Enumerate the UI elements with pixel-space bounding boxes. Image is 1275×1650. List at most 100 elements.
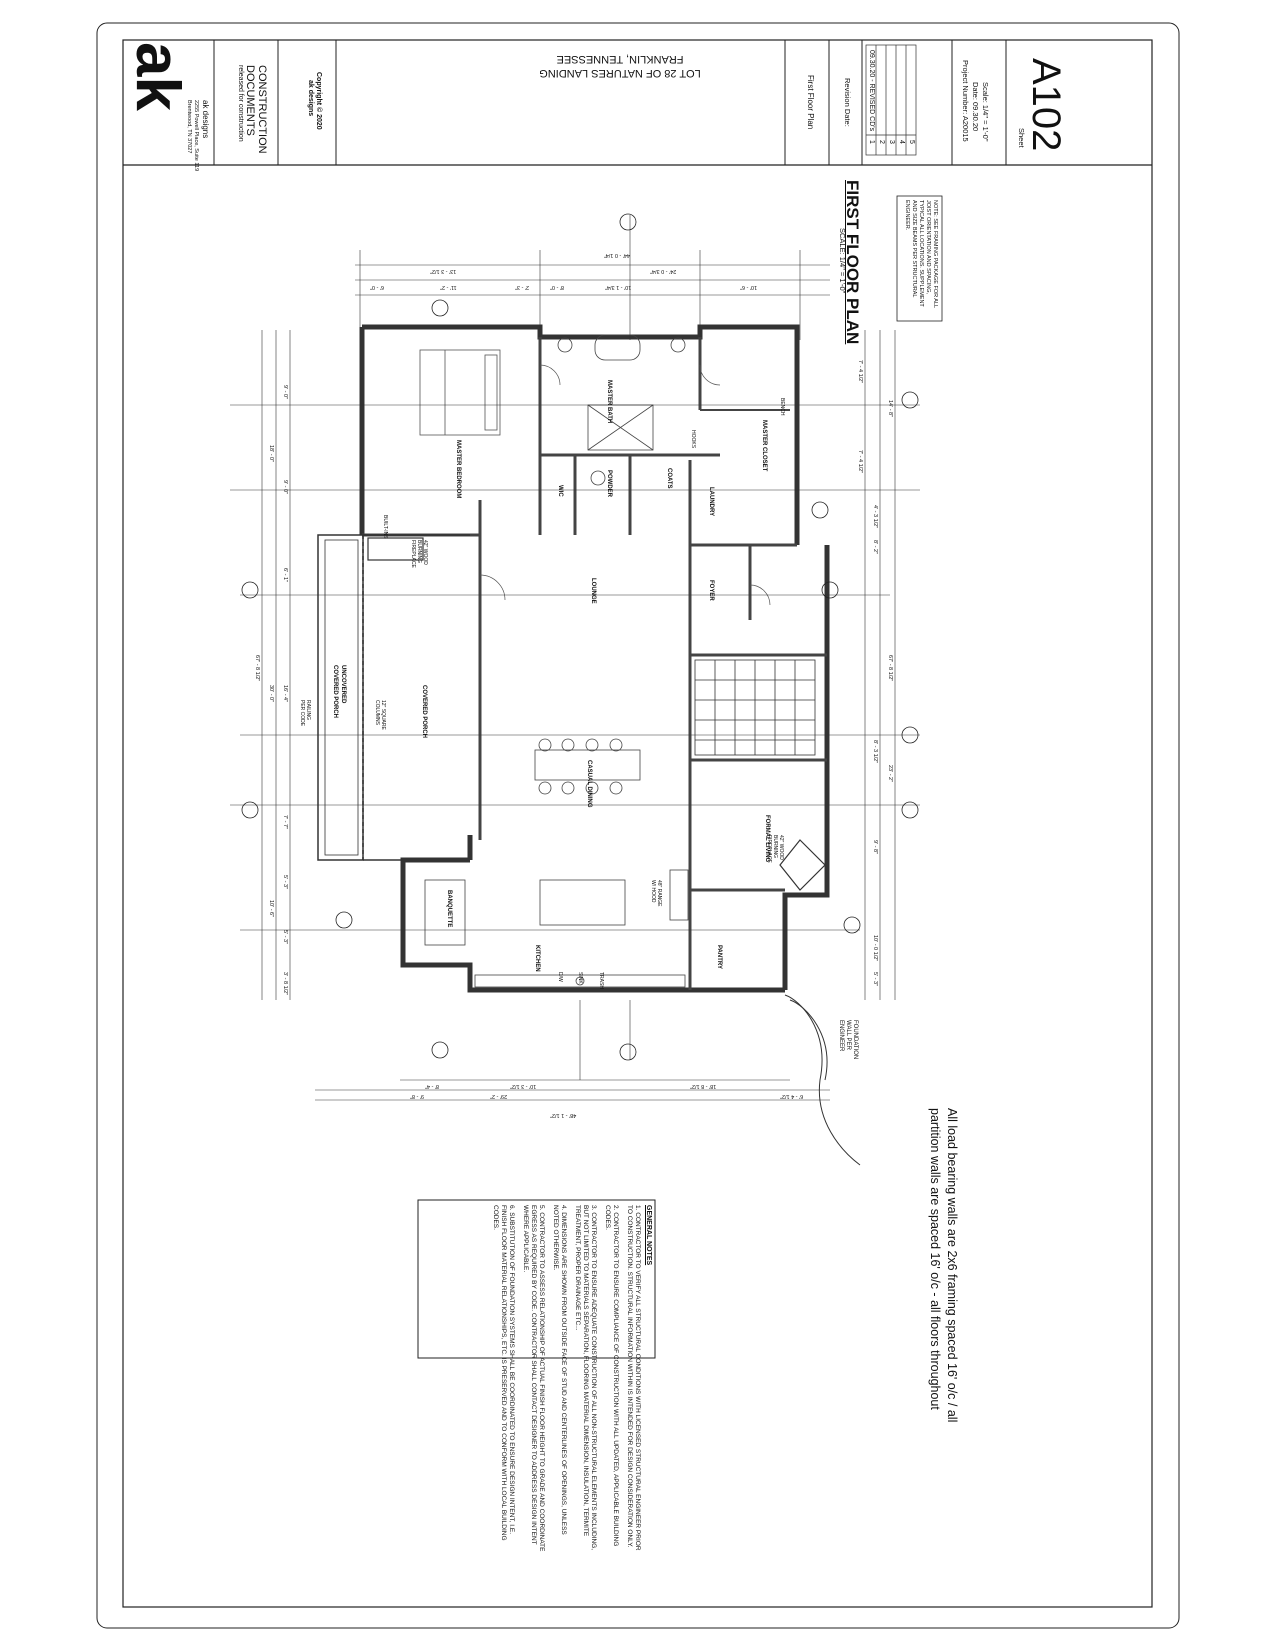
dim-label: 9' - 8"	[872, 840, 878, 855]
firm-name: ak designs	[201, 100, 210, 139]
plan-scale: SCALE: 1/4" = 1'-0"	[838, 228, 847, 294]
room-kitchen: KITCHEN	[534, 945, 540, 972]
dim-label: 5' - 3"	[282, 875, 288, 890]
project-number: Project Number: A20015	[961, 60, 970, 142]
sheet-name: First Floor Plan	[806, 75, 815, 130]
dim-label: 10' - 6"	[268, 900, 274, 918]
foundation-label: FOUNDATION WALL PER ENGINEER	[838, 1020, 858, 1060]
project-scale: Scale: 1/4" = 1'-0"	[981, 82, 990, 142]
general-note-item: 5. CONTRACTOR TO ASSESS RELATIONSHIP OF …	[522, 1205, 545, 1552]
copyright: Copyright © 2020	[315, 72, 322, 130]
dim-label: 3' - 8 1/2"	[282, 972, 288, 996]
dim-label: 24' - 0 3/4"	[650, 268, 677, 274]
room-lounge: LOUNGE	[590, 578, 596, 604]
project-location-line2: FRANKLIN, TENNESSEE	[556, 53, 684, 65]
dim-label: 6' - 4 1/2"	[780, 1093, 804, 1099]
dim-label: 29' - 2"	[490, 1093, 508, 1099]
general-notes-box	[417, 1199, 656, 1359]
dim-label: 23' - 2"	[887, 765, 893, 783]
dim-label: 10' - 0 1/2"	[872, 935, 878, 962]
revision-num: 4	[898, 140, 905, 144]
dim-label: 6' - 1"	[282, 568, 288, 583]
dim-label: 10' - 6"	[740, 284, 758, 290]
general-note-item: 3. CONTRACTOR TO ENSURE ADEQUATE CONSTRU…	[574, 1205, 597, 1551]
dim-label: 18' - 8 1/2"	[690, 1083, 717, 1089]
sheet-number: A102	[1024, 58, 1068, 152]
fireplace-label: 42" WOOD BURNING FIREPLACE	[410, 540, 428, 568]
sink-label: SINK	[577, 972, 583, 984]
fireplace-label-2: 42" WOOD BURNING FIREPLACE	[766, 835, 784, 863]
floor-plan	[230, 213, 920, 1166]
dim-label: 44' - 0 1/4"	[603, 252, 630, 258]
dim-label: 8' - 0"	[550, 284, 565, 290]
trash-label: TRASH	[598, 972, 604, 989]
dim-label: 10' - 1 3/4"	[605, 284, 632, 290]
revision-num: 3	[888, 140, 895, 144]
dim-label: 5' - 3"	[282, 930, 288, 945]
general-note-item: 6. SUBSTITUTION OF FOUNDATION SYSTEMS SH…	[492, 1205, 515, 1541]
room-uncovered-porch: UNCOVERED COVERED PORCH	[332, 665, 346, 719]
general-note-item: 4. DIMENSIONS ARE SHOWN FROM OUTSIDE FAC…	[552, 1205, 567, 1535]
dim-label: 30' - 0"	[268, 685, 274, 703]
room-wic: WIC	[557, 485, 563, 497]
dim-label: 14' - 8"	[887, 400, 893, 418]
built-ins-label: BUILT-INS	[382, 515, 388, 539]
room-banquette: BANQUETTE	[446, 890, 452, 928]
project-location-line1: LOT 28 OF NATURES LANDING	[539, 67, 701, 79]
room-powder: POWDER	[606, 470, 612, 497]
plan-note: NOTE: SEE FRAMING PACKAGE FOR ALL JOIST …	[904, 200, 938, 308]
dim-label: 13' - 3 1/2"	[430, 268, 457, 274]
revision-num: 2	[878, 140, 885, 144]
dim-label: 18' - 0"	[268, 445, 274, 463]
dim-label: 67' - 8 1/2"	[887, 655, 893, 682]
firm-logo: ak	[123, 42, 192, 111]
dim-label: 7' - 7"	[282, 815, 288, 830]
sheet-border	[96, 22, 1180, 1629]
dim-label: 67' - 8 1/2"	[254, 655, 260, 682]
dim-label: 16' - 4"	[282, 685, 288, 703]
firm-address-1: 2255 Powell Place, Suite 119	[193, 100, 199, 172]
room-master-closet: MASTER CLOSET	[761, 420, 767, 472]
room-master-bedroom: MASTER BEDROOM	[455, 440, 461, 499]
general-notes-list: 1. CONTRACTOR TO VERIFY ALL STRUCTURAL C…	[491, 1205, 641, 1555]
revision-text: 09.30.20 - REVISED CD's	[868, 50, 875, 132]
copyright-owner: ak designs	[307, 80, 314, 117]
columns-label: 12" SQUARE COLUMNS	[374, 700, 386, 730]
revision-num: 1	[868, 140, 875, 144]
dim-label: 8' - 4"	[425, 1083, 440, 1089]
hooks-label: HOOKS	[690, 430, 696, 449]
doc-title: CONSTRUCTION DOCUMENTS	[244, 65, 268, 154]
dim-label: 5' - 3"	[872, 972, 878, 987]
general-notes-title: GENERAL NOTES	[645, 1205, 652, 1266]
revision-label: Revision Date:	[843, 78, 852, 127]
doc-subtitle: released for construction	[237, 65, 244, 142]
dim-label: 8' - 2"	[872, 540, 878, 555]
dim-label: 2' - 3"	[515, 284, 530, 290]
project-date: Date: 09.30.20	[971, 82, 980, 132]
revision-table	[865, 44, 917, 156]
room-laundry: LAUNDRY	[708, 487, 714, 517]
drawing-frame	[122, 39, 1153, 1608]
dim-label: 9' - 0"	[282, 385, 288, 400]
dim-label: 11' - 2"	[440, 284, 457, 290]
general-notes: GENERAL NOTES 1. CONTRACTOR TO VERIFY AL…	[485, 1205, 652, 1555]
general-note-item: 2. CONTRACTOR TO ENSURE COMPLIANCE OF CO…	[604, 1205, 619, 1547]
framing-note: All load bearing walls are 2x6 framing s…	[928, 1108, 959, 1423]
revision-num: 5	[908, 140, 915, 144]
firm-address-2: Brentwood, TN 37027	[186, 100, 192, 154]
dim-label: 7' - 4 1/2"	[857, 360, 863, 384]
dim-label: 7' - 4 1/2"	[857, 450, 863, 474]
room-covered-porch: COVERED PORCH	[421, 685, 427, 739]
dw-label: D/W	[557, 972, 563, 982]
dim-label: 4' - 3 1/2"	[872, 505, 878, 529]
room-coats: COATS	[666, 468, 672, 489]
general-note-item: 1. CONTRACTOR TO VERIFY ALL STRUCTURAL C…	[626, 1205, 641, 1551]
room-foyer: FOYER	[708, 580, 714, 601]
railing-label: RAILING PER CODE	[299, 700, 311, 727]
project-location: LOT 28 OF NATURES LANDING FRANKLIN, TENN…	[470, 52, 770, 80]
room-master-bath: MASTER BATH	[606, 380, 612, 424]
room-casual-dining: CASUAL DINING	[586, 760, 592, 808]
dim-label: 48' - 1 1/2"	[550, 1112, 577, 1118]
dim-label: 6' - 0"	[370, 284, 385, 290]
